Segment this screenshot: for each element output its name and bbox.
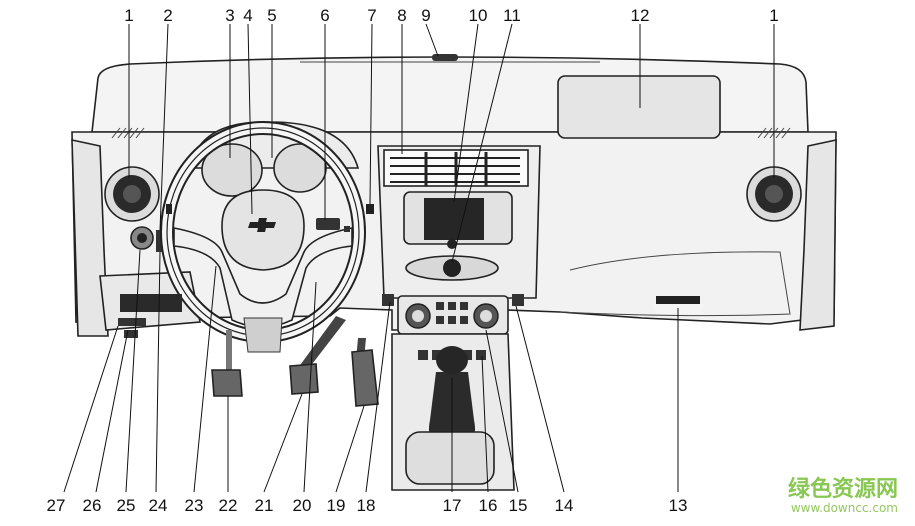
callout-bottom-22: 22: [219, 496, 238, 515]
watermark: 绿色资源网 www.downcc.com: [788, 476, 898, 515]
callout-bottom-19: 19: [327, 496, 346, 515]
callout-bottom-18: 18: [357, 496, 376, 515]
callout-top-8: 8: [397, 6, 406, 25]
callout-top-9: 9: [421, 6, 430, 25]
callout-top-5: 5: [267, 6, 276, 25]
glove-box-handle[interactable]: [656, 296, 700, 306]
callout-bottom-14: 14: [555, 496, 574, 515]
callout-bottom-16: 16: [479, 496, 498, 515]
cupholder: [405, 431, 495, 485]
dashboard-illustration: [71, 54, 837, 491]
right-side-panel: [799, 139, 837, 331]
passenger-airbag-panel: [557, 75, 721, 139]
callout-bottom-17: 17: [443, 496, 462, 515]
callout-bottom-13: 13: [669, 496, 688, 515]
storage-slot[interactable]: [120, 294, 182, 312]
hazard-switch-right[interactable]: [512, 294, 524, 306]
climate-buttons[interactable]: [436, 302, 468, 324]
callout-top-7: 7: [367, 6, 376, 25]
bottom-callouts: 27 26 25 24 23 22 21 20 19 18 17 16 15 1…: [47, 496, 688, 515]
callout-top-4: 4: [243, 6, 252, 25]
console-switches[interactable]: [418, 350, 486, 360]
turn-signal-lever[interactable]: [166, 204, 172, 214]
callout-bottom-15: 15: [509, 496, 528, 515]
callout-top-3: 3: [225, 6, 234, 25]
callout-bottom-21: 21: [255, 496, 274, 515]
callout-bottom-24: 24: [149, 496, 168, 515]
wiper-lever[interactable]: [366, 204, 374, 214]
callout-top-11: 11: [503, 6, 521, 25]
callout-top-12: 12: [631, 6, 650, 25]
callout-top-6: 6: [320, 6, 329, 25]
clutch-pedal[interactable]: [211, 369, 243, 397]
shift-knob[interactable]: [436, 346, 468, 374]
clutch-pedal-arm: [226, 330, 232, 370]
sensor: [432, 54, 458, 61]
leader-lines: [63, 23, 775, 493]
callout-top-1: 1: [124, 6, 133, 25]
callout-top-2: 2: [163, 6, 172, 25]
brake-pedal-arm: [298, 316, 346, 372]
hood-release[interactable]: [118, 318, 146, 326]
speedometer: [201, 143, 263, 197]
top-callouts: 1 2 3 4 5 6 7 8 9 10 11 12 1: [124, 6, 778, 25]
callout-top-1b: 1: [769, 6, 778, 25]
watermark-url: www.downcc.com: [791, 501, 898, 515]
watermark-title: 绿色资源网: [788, 476, 898, 502]
hazard-switch-left[interactable]: [382, 294, 394, 306]
callout-bottom-25: 25: [117, 496, 136, 515]
tachometer: [273, 143, 327, 193]
left-grille: [111, 127, 145, 139]
callout-bottom-26: 26: [83, 496, 102, 515]
infotainment-display[interactable]: [424, 198, 484, 240]
callout-bottom-27: 27: [47, 496, 66, 515]
volume-knob[interactable]: [447, 239, 457, 249]
callout-top-10: 10: [469, 6, 488, 25]
brake-pedal[interactable]: [289, 363, 319, 395]
callout-bottom-20: 20: [293, 496, 312, 515]
glove-box: [559, 251, 791, 317]
steering-wheel-controls[interactable]: [316, 218, 340, 230]
steering-wheel-spokes: [173, 227, 353, 328]
callout-bottom-23: 23: [185, 496, 204, 515]
chevrolet-bowtie-icon: [248, 218, 276, 232]
accelerator-pedal[interactable]: [351, 349, 379, 407]
steering-column: [243, 317, 283, 353]
